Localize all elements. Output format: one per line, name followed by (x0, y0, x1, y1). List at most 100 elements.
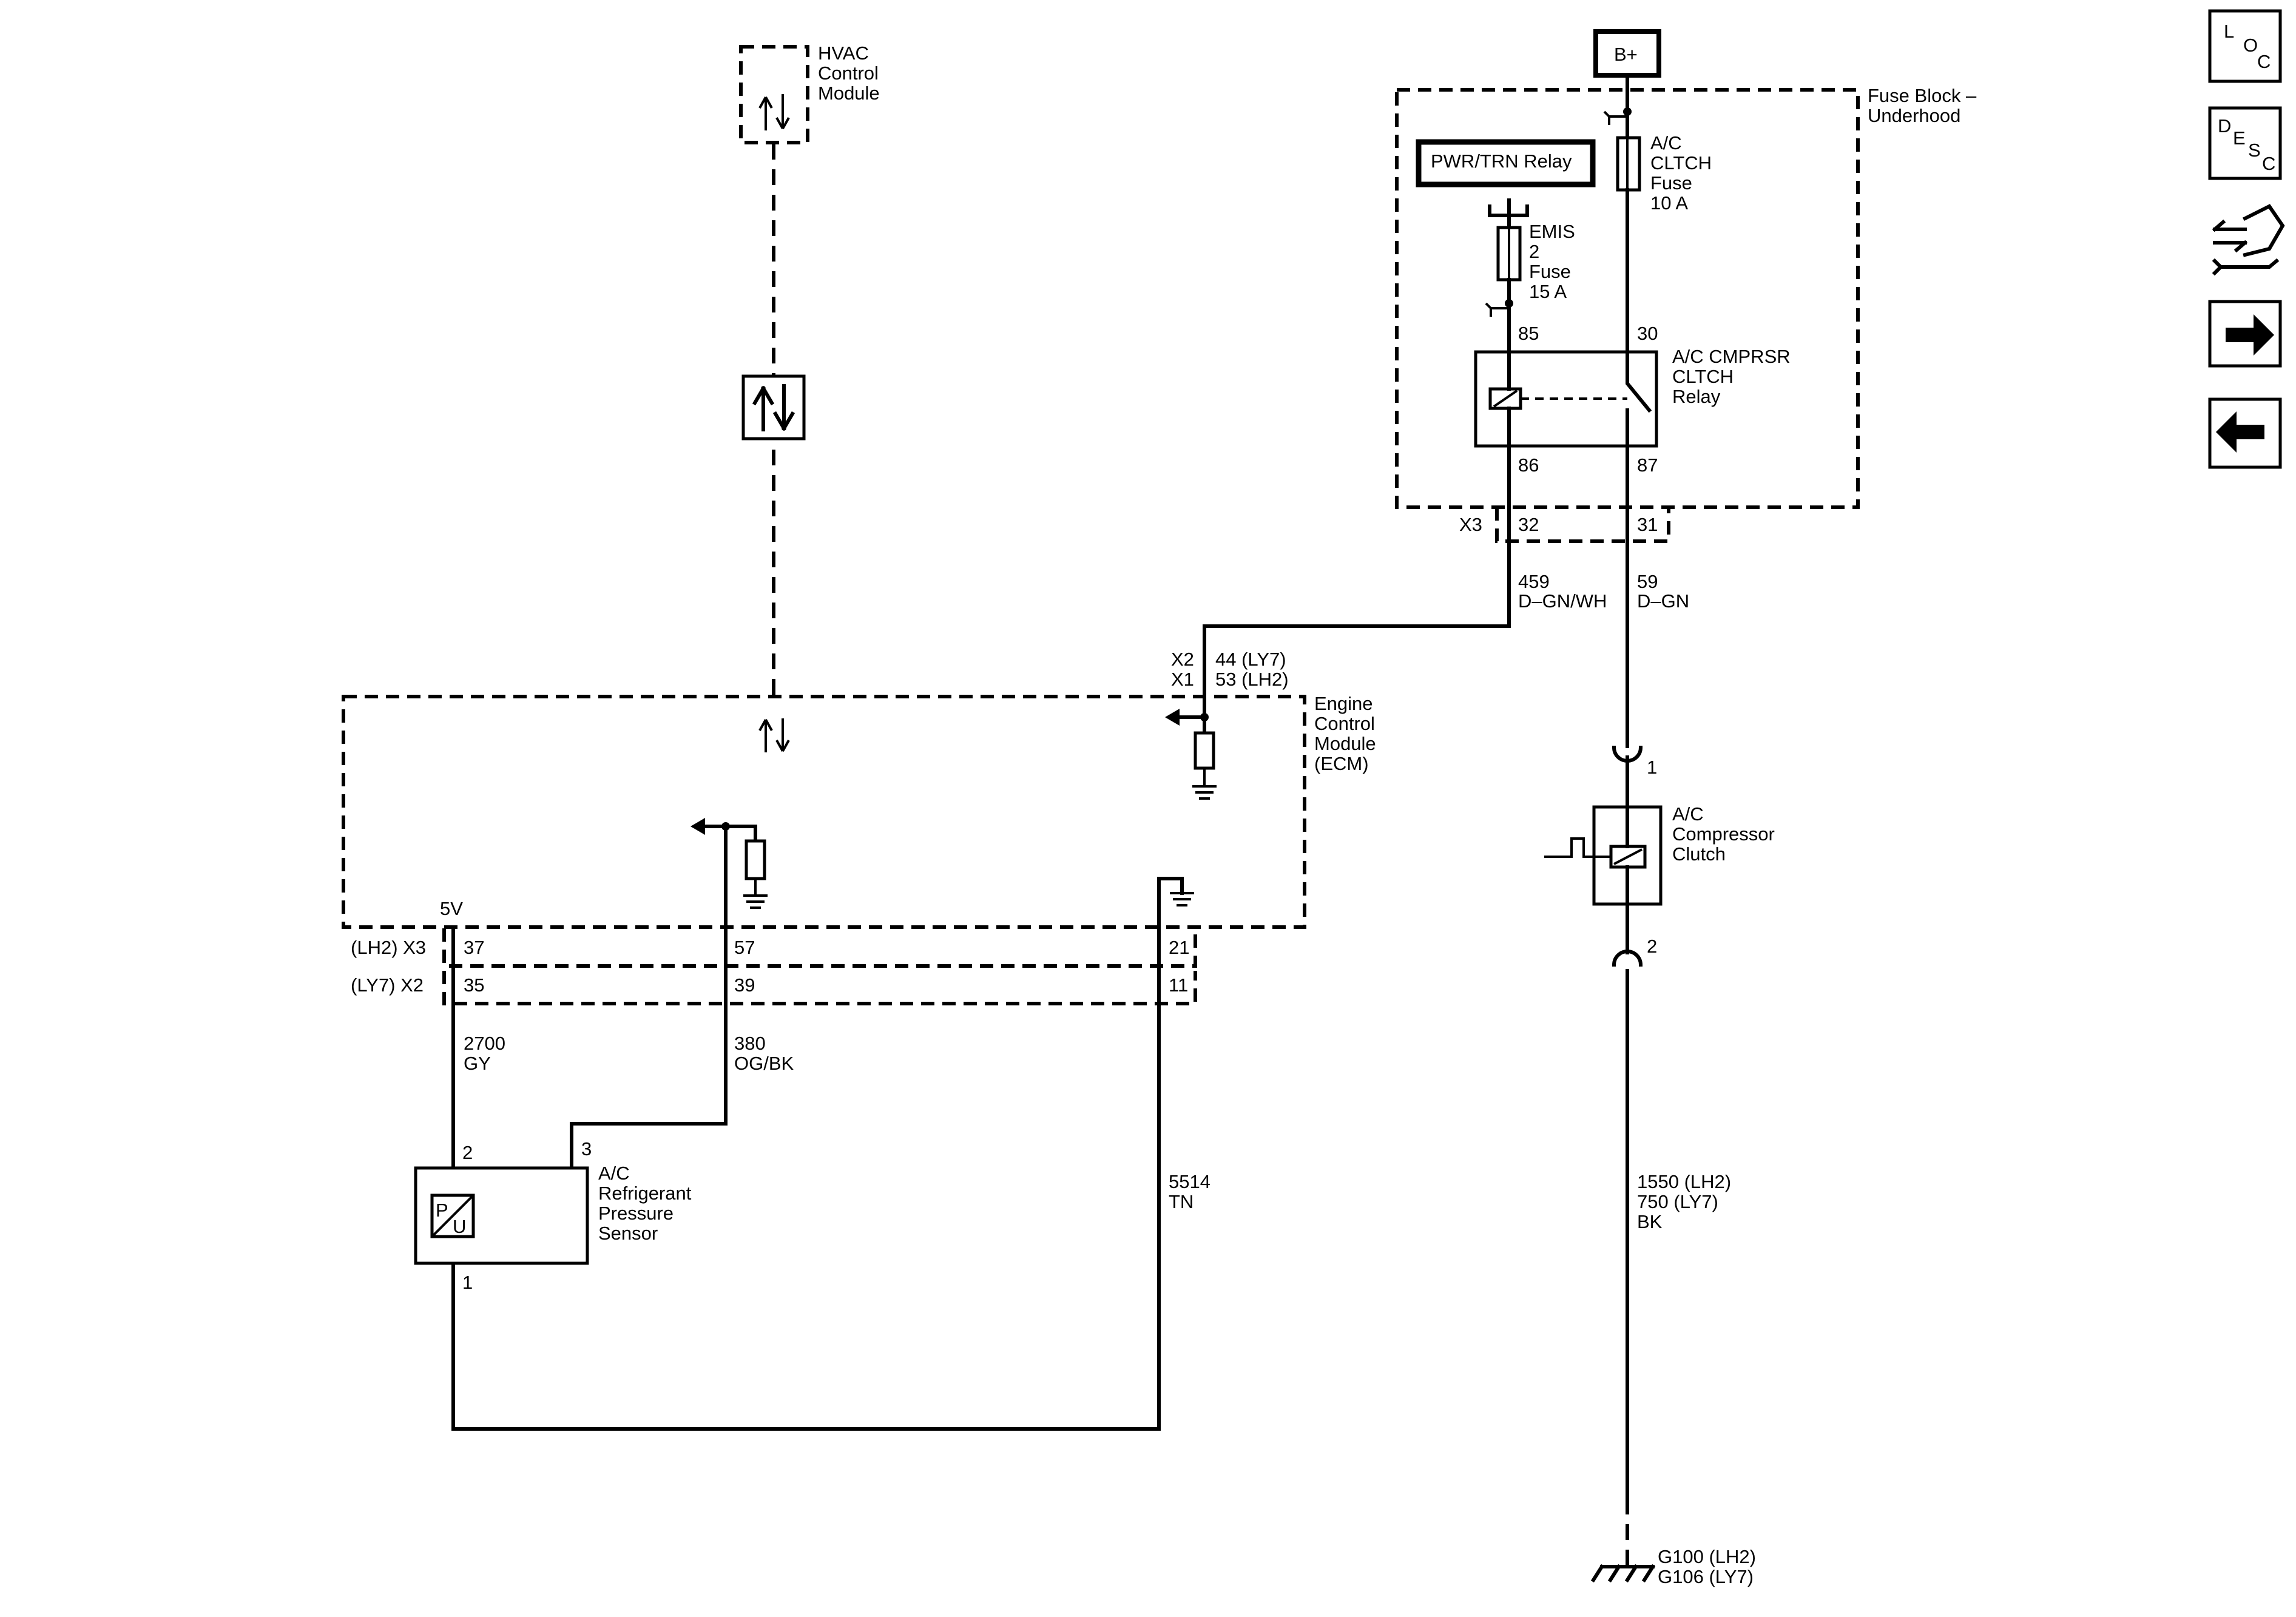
labels-x3-fuse-block-name-label: X3 (1459, 514, 1482, 535)
labels-emis-fuse-1-label: 2 (1529, 241, 1539, 262)
labels-wire-1550-2-label: BK (1637, 1211, 1663, 1232)
labels-clutch-1-label: Compressor (1672, 823, 1775, 845)
labels-ecm-x3-p57-label: 57 (734, 937, 755, 958)
serial-data-symbol (741, 374, 806, 441)
previous-arrow-button[interactable] (2208, 397, 2282, 469)
labels-sensor-pins-p1-label: 1 (462, 1272, 473, 1293)
labels-wire-380-1-label: OG/BK (734, 1053, 794, 1074)
labels-ecm-x2-p11-label: 11 (1169, 974, 1188, 996)
labels-sensor-symbol-u-label: U (453, 1216, 466, 1237)
labels-wire-459-1-label: D–GN/WH (1518, 590, 1607, 612)
labels-x3-fuse-block-p31-label: 31 (1637, 514, 1658, 535)
labels-wire-380-0-label: 380 (734, 1033, 766, 1054)
labels-wire-59-0-label: 59 (1637, 571, 1658, 592)
labels-ecm-x2-name-label: (LY7) X2 (351, 974, 424, 996)
labels-sensor-pins-p3-label: 3 (581, 1138, 592, 1160)
labels-ecm-connector-0-label: X2 (1171, 649, 1194, 670)
labels-clutch-pins-p2-label: 2 (1647, 936, 1657, 957)
labels-wire-459-0-label: 459 (1518, 571, 1550, 592)
nav-desc-s-label: S (2248, 140, 2261, 161)
labels-hvac-1-label: Control (818, 62, 879, 84)
labels-ecm-x3-name-label: (LH2) X3 (351, 937, 426, 958)
labels-ground-0-label: G100 (LH2) (1658, 1546, 1756, 1567)
labels-relay-pins-p87-label: 87 (1637, 454, 1658, 476)
desc-button[interactable]: D E S C (2208, 106, 2282, 180)
nav-desc-e-label: E (2233, 127, 2246, 149)
labels-ac-clutch-fuse-3-label: 10 A (1650, 192, 1688, 214)
ac-refrigerant-pressure-sensor[interactable]: P U (414, 1166, 589, 1265)
labels-wire-5514-1-label: TN (1169, 1191, 1194, 1212)
labels-ground-1-label: G106 (LY7) (1658, 1566, 1754, 1587)
labels-ecm-connector-2-label: 44 (LY7) (1215, 649, 1286, 670)
pwr-trn-relay[interactable]: PWR/TRN Relay (1416, 139, 1596, 187)
labels-relay-2-label: Relay (1672, 386, 1721, 407)
labels-ac-clutch-fuse-2-label: Fuse (1650, 172, 1692, 194)
labels-sensor-symbol-p-label: P (436, 1200, 448, 1221)
labels-b-plus-label: B+ (1614, 44, 1638, 65)
labels-x3-fuse-block-p32-label: 32 (1518, 514, 1539, 535)
fuse-block-label: Fuse Block – (1868, 85, 1977, 106)
labels-emis-fuse-3-label: 15 A (1529, 281, 1567, 302)
labels-relay-pins-p86-label: 86 (1518, 454, 1539, 476)
labels-fuse-block-1-label: Underhood (1868, 105, 1960, 126)
labels-wire-2700-0-label: 2700 (464, 1033, 505, 1054)
labels-ecm-1-label: Control (1314, 713, 1375, 734)
labels-wire-5514-0-label: 5514 (1169, 1171, 1210, 1192)
labels-ecm-0-label: Engine (1314, 693, 1373, 714)
labels-ecm-connector-1-label: X1 (1171, 669, 1194, 690)
nav-desc-c-label: C (2262, 153, 2275, 174)
wire-380[interactable] (471, 825, 728, 1217)
wire-5514[interactable] (451, 1048, 1161, 1431)
labels-hvac-2-label: Module (818, 83, 880, 104)
labels-clutch-0-label: A/C (1672, 803, 1704, 825)
labels-ecm-x3-p21-label: 21 (1169, 937, 1189, 958)
fuse-block-x3-connector (1495, 507, 1670, 543)
labels-sensor-pins-p2-label: 2 (462, 1142, 473, 1163)
nav-loc-o-label: O (2243, 35, 2258, 56)
ecm-relay-control-input (1165, 709, 1217, 800)
nav-loc-l-label: L (2224, 21, 2234, 42)
wire-459[interactable] (1203, 444, 1511, 721)
labels-emis-fuse-0-label: EMIS (1529, 221, 1575, 242)
labels-sensor-0-label: A/C (598, 1163, 630, 1184)
labels-wire-2700-1-label: GY (464, 1053, 491, 1074)
labels-wire-59-1-label: D–GN (1637, 590, 1689, 612)
labels-five-v-label: 5V (440, 898, 463, 919)
ecm-x2-connector (442, 971, 1197, 1005)
ground-symbol (1590, 1564, 1656, 1583)
ecm-x3-connector (442, 928, 1197, 968)
ac-compressor-clutch-relay[interactable] (1474, 350, 1658, 448)
labels-sensor-2-label: Pressure (598, 1203, 674, 1224)
ac-clutch-fuse[interactable] (1616, 136, 1641, 192)
labels-emis-fuse-2-label: Fuse (1529, 261, 1571, 282)
engine-control-module[interactable] (342, 695, 1306, 929)
emis-2-fuse[interactable] (1496, 226, 1522, 282)
labels-ecm-2-label: Module (1314, 733, 1376, 754)
labels-relay-pins-p30-label: 30 (1637, 323, 1658, 344)
labels-wire-1550-1-label: 750 (LY7) (1637, 1191, 1718, 1212)
labels-relay-1-label: CLTCH (1672, 366, 1734, 387)
labels-ecm-x2-p35-label: 35 (464, 974, 484, 996)
labels-ecm-3-label: (ECM) (1314, 753, 1369, 774)
labels-pwr-trn-relay-label: PWR/TRN Relay (1431, 150, 1572, 172)
labels-sensor-3-label: Sensor (598, 1223, 658, 1244)
labels-wire-1550-0-label: 1550 (LH2) (1637, 1171, 1731, 1192)
nav-loc-c-label: C (2257, 51, 2271, 72)
nav-desc-d-label: D (2218, 115, 2231, 137)
labels-ac-clutch-fuse-0-label: A/C (1650, 132, 1682, 154)
loc-button[interactable]: L O C (2208, 9, 2282, 83)
labels-clutch-2-label: Clutch (1672, 843, 1726, 865)
ac-compressor-clutch[interactable] (1544, 805, 1663, 906)
hvac-control-module[interactable]: HVAC Control Module (739, 42, 880, 144)
labels-relay-pins-p85-label: 85 (1518, 323, 1539, 344)
labels-ecm-connector-3-label: 53 (LH2) (1215, 669, 1289, 690)
labels-relay-0-label: A/C CMPRSR (1672, 346, 1791, 367)
labels-sensor-1-label: Refrigerant (598, 1183, 692, 1204)
connector-wrench-icon[interactable] (2212, 204, 2285, 276)
ecm-serial-data-icon (758, 718, 790, 752)
battery-positive: B+ (1593, 29, 1661, 78)
labels-hvac-0-label: HVAC (818, 42, 869, 64)
next-arrow-button[interactable] (2208, 300, 2282, 368)
labels-ecm-x2-p39-label: 39 (734, 974, 755, 996)
